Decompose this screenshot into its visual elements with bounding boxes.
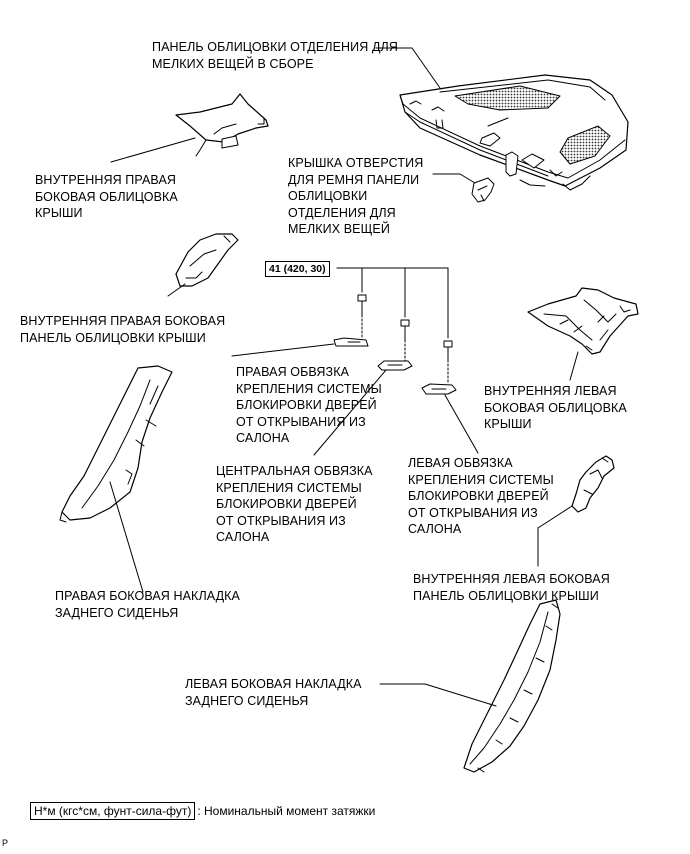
leader-lh-lock-bracket (444, 394, 479, 454)
belt-hole-cover-part (471, 177, 495, 203)
label-lh-lock-bracket: ЛЕВАЯ ОБВЯЗКА КРЕПЛЕНИЯ СИСТЕМЫ БЛОКИРОВ… (408, 456, 554, 536)
leader-package-tray-2 (411, 47, 441, 89)
label-rh-roof-side-panel: ВНУТРЕННЯЯ ПРАВАЯ БОКОВАЯ ПАНЕЛЬ ОБЛИЦОВ… (20, 314, 226, 345)
lh-roof-side-panel-part (571, 455, 615, 513)
rh-roof-side-garnish-part (175, 93, 269, 157)
label-rh-lock-bracket: ПРАВАЯ ОБВЯЗКА КРЕПЛЕНИЯ СИСТЕМЫ БЛОКИРО… (236, 365, 382, 445)
label-rh-roof-side-garnish: ВНУТРЕННЯЯ ПРАВАЯ БОКОВАЯ ОБЛИЦОВКА КРЫШ… (35, 173, 178, 220)
leader-rh-lock-bracket (231, 343, 335, 357)
bolt-rh (357, 294, 367, 338)
torque-leader-lines (336, 267, 449, 339)
torque-spec-box: 41 (420, 30) (265, 261, 330, 277)
leader-rh-roof-side-garnish (110, 137, 196, 163)
leader-belt-hole-cover-2 (459, 173, 476, 184)
rh-roof-side-panel-part (175, 233, 239, 287)
label-belt-hole-cover: КРЫШКА ОТВЕРСТИЯ ДЛЯ РЕМНЯ ПАНЕЛИ ОБЛИЦО… (288, 156, 424, 236)
lh-seat-side-garnish-part (463, 599, 561, 773)
bolt-center (400, 319, 410, 363)
label-lh-roof-side-panel: ВНУТРЕННЯЯ ЛЕВАЯ БОКОВАЯ ПАНЕЛЬ ОБЛИЦОВК… (413, 572, 610, 603)
lh-roof-side-garnish-part (527, 287, 639, 355)
package-tray-panel-part (399, 74, 629, 191)
leader-center-lock-bracket (313, 369, 387, 456)
legend-text: : Номинальный момент затяжки (197, 804, 376, 818)
leader-lh-roof-side-garnish (569, 351, 579, 381)
leader-lh-roof-side-panel-2 (537, 505, 573, 529)
leader-rh-roof-side-panel (167, 283, 186, 297)
label-package-tray: ПАНЕЛЬ ОБЛИЦОВКИ ОТДЕЛЕНИЯ ДЛЯ МЕЛКИХ ВЕ… (152, 40, 398, 71)
center-lock-bracket-part (377, 360, 413, 371)
label-center-lock-bracket: ЦЕНТРАЛЬНАЯ ОБВЯЗКА КРЕПЛЕНИЯ СИСТЕМЫ БЛ… (216, 464, 373, 544)
bolt-lh (443, 340, 453, 385)
leader-rh-seat-side-garnish (109, 481, 144, 593)
label-lh-roof-side-garnish: ВНУТРЕННЯЯ ЛЕВАЯ БОКОВАЯ ОБЛИЦОВКА КРЫШИ (484, 384, 627, 431)
reference-code: P (2, 838, 9, 848)
label-lh-seat-side-garnish: ЛЕВАЯ БОКОВАЯ НАКЛАДКА ЗАДНЕГО СИДЕНЬЯ (185, 677, 362, 708)
legend-unit-box: Н*м (кгс*см, фунт-сила-фут) (30, 802, 196, 820)
rh-lock-bracket-part (333, 337, 369, 347)
torque-legend: Н*м (кгс*см, фунт-сила-фут): Номинальный… (30, 802, 376, 820)
label-rh-seat-side-garnish: ПРАВАЯ БОКОВАЯ НАКЛАДКА ЗАДНЕГО СИДЕНЬЯ (55, 589, 240, 620)
rh-seat-side-garnish-part (59, 365, 173, 523)
leader-lh-seat-side-garnish-2 (424, 683, 497, 707)
lh-lock-bracket-part (421, 383, 457, 395)
